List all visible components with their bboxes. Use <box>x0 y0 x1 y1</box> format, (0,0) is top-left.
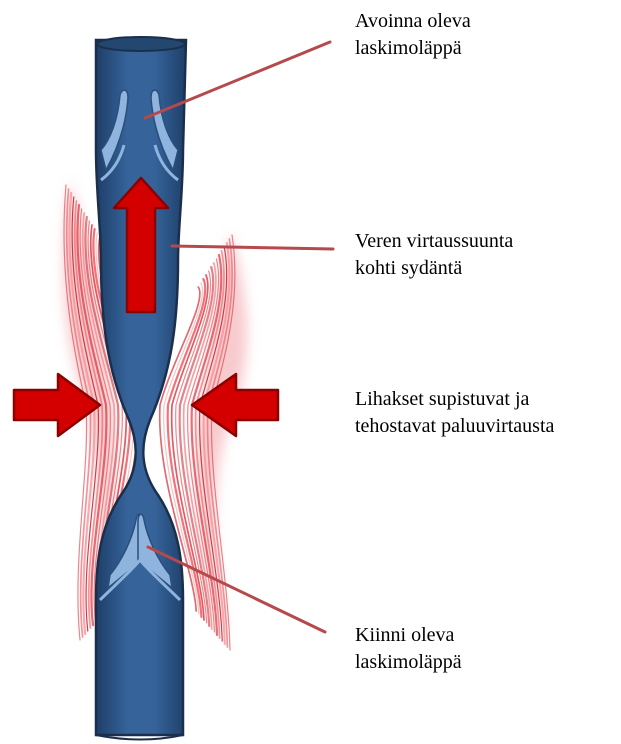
label-blood-flow-line2: kohti sydäntä <box>355 255 513 282</box>
label-muscles-line2: tehostavat paluuvirtausta <box>355 413 554 440</box>
label-blood-flow: Veren virtaussuunta kohti sydäntä <box>355 228 513 282</box>
label-blood-flow-line1: Veren virtaussuunta <box>355 228 513 255</box>
label-muscles-line1: Lihakset supistuvat ja <box>355 386 554 413</box>
leader-line-blood-flow <box>172 246 333 249</box>
label-closed-valve: Kiinni oleva laskimoläppä <box>355 622 462 676</box>
label-closed-valve-line2: laskimoläppä <box>355 649 462 676</box>
label-closed-valve-line1: Kiinni oleva <box>355 622 462 649</box>
label-open-valve: Avoinna oleva laskimoläppä <box>355 8 471 62</box>
label-muscles: Lihakset supistuvat ja tehostavat paluuv… <box>355 386 554 440</box>
label-open-valve-line2: laskimoläppä <box>355 35 471 62</box>
label-open-valve-line1: Avoinna oleva <box>355 8 471 35</box>
